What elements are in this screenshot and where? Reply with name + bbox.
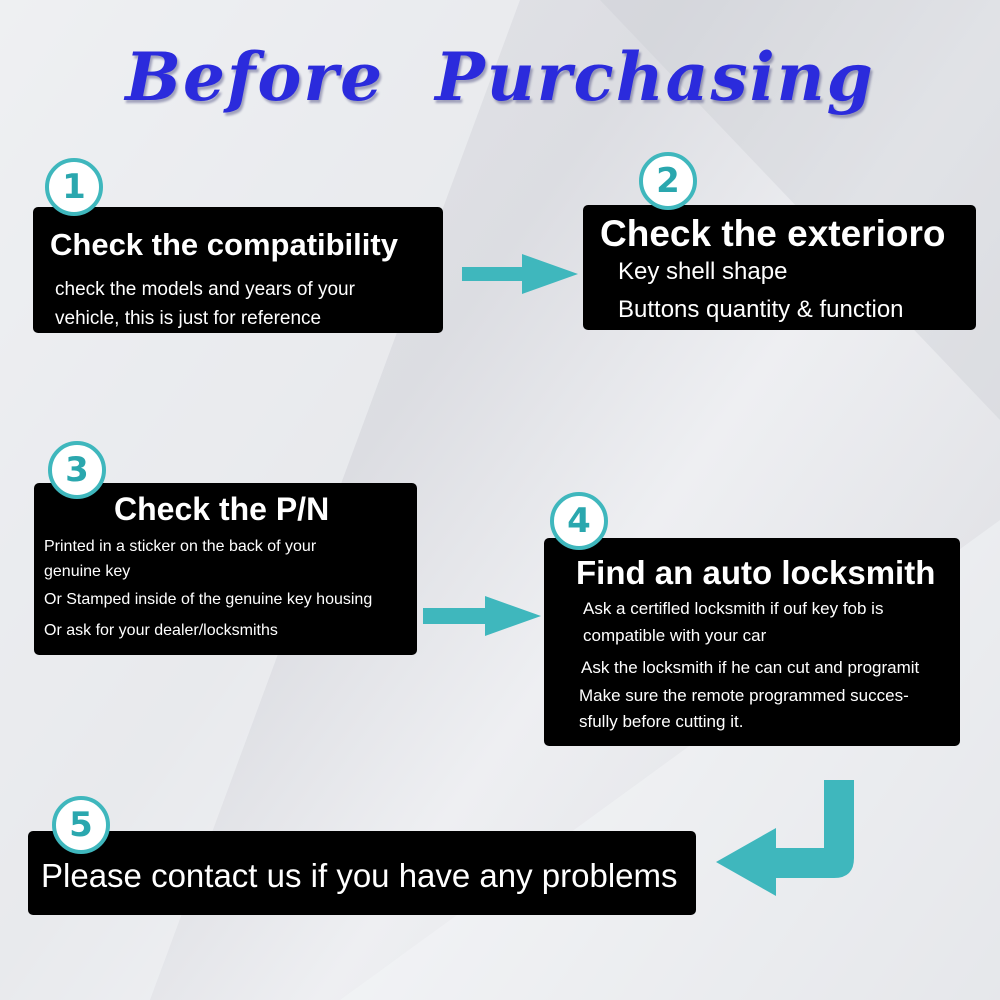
step-1-box: Check the compatibility check the models…: [33, 207, 443, 333]
step-2-box: Check the exterioro Key shell shape Butt…: [583, 205, 976, 330]
step-4-line: compatible with your car: [583, 626, 767, 645]
step-4-box: Find an auto locksmith Ask a certifled l…: [544, 538, 960, 746]
step-3-badge: 3: [48, 441, 106, 499]
page-title: Before Purchasing: [125, 38, 875, 116]
arrow-return-icon: [716, 780, 854, 896]
step-1-line: check the models and years of your: [55, 279, 355, 300]
step-3-line: Or ask for your dealer/locksmiths: [44, 622, 278, 639]
step-2-badge: 2: [639, 152, 697, 210]
step-4-line: Make sure the remote programmed succes-: [579, 686, 909, 705]
step-1-badge: 1: [45, 158, 103, 216]
step-5-box: Please contact us if you have any proble…: [28, 831, 696, 915]
arrow-right-icon: [462, 254, 578, 294]
step-4-badge: 4: [550, 492, 608, 550]
step-4-line: Ask a certifled locksmith if ouf key fob…: [583, 599, 884, 618]
step-4-line: sfully before cutting it.: [579, 712, 744, 731]
step-2-line: Key shell shape: [618, 258, 788, 285]
step-4-line: Ask the locksmith if he can cut and prog…: [581, 658, 920, 677]
step-5-badge: 5: [52, 796, 110, 854]
step-1-line: vehicle, this is just for reference: [55, 308, 322, 329]
step-4-heading: Find an auto locksmith: [576, 554, 936, 591]
step-1-heading: Check the compatibility: [50, 227, 398, 262]
step-2-line: Buttons quantity & function: [618, 296, 904, 323]
step-3-line: Printed in a sticker on the back of your: [44, 538, 317, 555]
step-3-box: Check the P/N Printed in a sticker on th…: [34, 483, 417, 655]
arrow-right-icon: [423, 596, 541, 636]
step-5-heading: Please contact us if you have any proble…: [41, 857, 678, 894]
step-3-line: Or Stamped inside of the genuine key hou…: [44, 591, 373, 608]
step-2-heading: Check the exterioro: [600, 213, 946, 254]
step-3-line: genuine key: [44, 563, 131, 580]
step-3-heading: Check the P/N: [114, 491, 330, 527]
